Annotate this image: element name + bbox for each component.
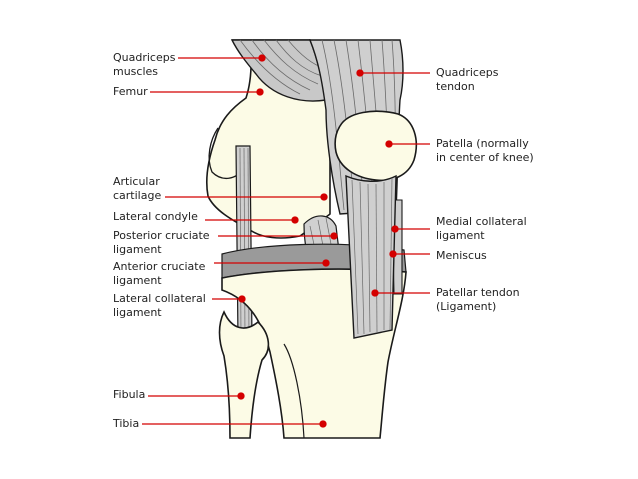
label-line: (Ligament) — [436, 300, 497, 313]
dot-anterior-cruciate — [322, 259, 330, 267]
label-line: Femur — [113, 85, 148, 98]
label-fibula: Fibula — [113, 388, 145, 402]
label-patellar-tendon: Patellar tendon (Ligament) — [436, 286, 520, 314]
label-posterior-cruciate: Posterior cruciate ligament — [113, 229, 210, 257]
dot-posterior-cruciate — [330, 232, 338, 240]
label-line: tendon — [436, 80, 475, 93]
label-line: ligament — [113, 306, 162, 319]
dot-femur — [256, 88, 264, 96]
dot-articular-cartilage — [320, 193, 328, 201]
label-line: ligament — [113, 243, 162, 256]
dot-tibia — [319, 420, 327, 428]
dot-lateral-collateral — [238, 295, 246, 303]
quadriceps-muscle-fibers — [239, 39, 325, 95]
label-medial-collateral: Medial collateral ligament — [436, 215, 527, 243]
label-line: ligament — [436, 229, 485, 242]
label-line: muscles — [113, 65, 159, 78]
label-line: Tibia — [113, 417, 140, 430]
dot-meniscus — [389, 250, 397, 258]
label-line: Lateral collateral — [113, 292, 206, 305]
label-line: Posterior cruciate — [113, 229, 210, 242]
dot-patellar-tendon — [371, 289, 379, 297]
label-quadriceps-tendon: Quadriceps tendon — [436, 66, 498, 94]
label-tibia: Tibia — [113, 417, 139, 431]
label-lateral-condyle: Lateral condyle — [113, 210, 198, 224]
label-line: ligament — [113, 274, 162, 287]
label-line: Lateral condyle — [113, 210, 198, 223]
label-anterior-cruciate: Anterior cruciate ligament — [113, 260, 205, 288]
label-line: Medial collateral — [436, 215, 527, 228]
patellar-tendon-fibers — [351, 177, 393, 335]
label-articular-cartilage: Articular cartilage — [113, 175, 161, 203]
label-femur: Femur — [113, 85, 148, 99]
patellar-tendon-shape — [345, 174, 397, 339]
fibula-bone — [218, 310, 270, 439]
label-line: cartilage — [113, 189, 162, 202]
dot-quadriceps-muscles — [258, 54, 266, 62]
label-line: Patella (normally — [436, 137, 529, 150]
label-quadriceps-muscles: Quadriceps muscles — [113, 51, 175, 79]
label-line: Articular — [113, 175, 160, 188]
label-line: Patellar tendon — [436, 286, 520, 299]
dot-patella — [385, 140, 393, 148]
label-meniscus: Meniscus — [436, 249, 487, 263]
label-lateral-collateral: Lateral collateral ligament — [113, 292, 206, 320]
label-line: Quadriceps — [113, 51, 176, 64]
dot-medial-collateral — [391, 225, 399, 233]
tibia-tuberosity-line — [283, 343, 305, 439]
label-line: Quadriceps — [436, 66, 499, 79]
leader-lines — [142, 54, 430, 428]
label-patella: Patella (normally in center of knee) — [436, 137, 534, 165]
label-line: Fibula — [113, 388, 146, 401]
dot-lateral-condyle — [291, 216, 299, 224]
label-line: in center of knee) — [436, 151, 534, 164]
femur-condyle-bump — [208, 127, 245, 179]
label-line: Anterior cruciate — [113, 260, 206, 273]
dot-fibula — [237, 392, 245, 400]
label-line: Meniscus — [436, 249, 487, 262]
patella-bone — [334, 110, 418, 182]
dot-quadriceps-tendon — [356, 69, 364, 77]
